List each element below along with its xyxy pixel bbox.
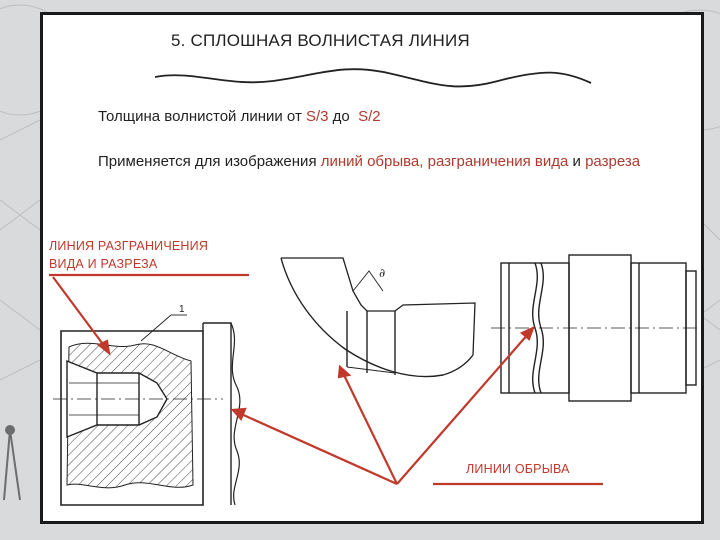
shaft-drawing bbox=[491, 254, 701, 402]
break-wavy-line-left bbox=[531, 262, 539, 394]
technical-drawings: 1 ∂ bbox=[49, 68, 701, 506]
usage-text-before: Применяется для изображения bbox=[98, 153, 321, 170]
wavy-line-sample bbox=[154, 68, 592, 88]
usage-highlight-1: линий обрыва, разграничения вида bbox=[320, 153, 569, 170]
boundary-line-label-1: ЛИНИЯ РАЗГРАНИЧЕНИЯ bbox=[49, 239, 209, 253]
thickness-from: S/3 bbox=[305, 108, 329, 125]
detail-symbol: ∂ bbox=[379, 266, 385, 280]
thickness-text-middle: до bbox=[328, 108, 359, 125]
part-section-drawing bbox=[53, 314, 241, 506]
groove-detail-drawing bbox=[280, 257, 476, 378]
thickness-text-before: Толщина волнистой линии от bbox=[98, 108, 306, 125]
callout-number: 1 bbox=[179, 304, 185, 315]
usage-text: Применяется для изображения линий обрыва… bbox=[98, 151, 658, 173]
boundary-line-label-2: ВИДА И РАЗРЕЗА bbox=[49, 257, 158, 271]
thickness-to: S/2 bbox=[358, 108, 381, 125]
slide-title: 5. СПЛОШНАЯ ВОЛНИСТАЯ ЛИНИЯ bbox=[171, 31, 470, 50]
compass-icon bbox=[3, 425, 21, 501]
usage-highlight-2: разреза bbox=[585, 153, 641, 170]
break-lines-label: ЛИНИИ ОБРЫВА bbox=[466, 462, 570, 476]
slide-frame: 5. СПЛОШНАЯ ВОЛНИСТАЯ ЛИНИЯ Толщина волн… bbox=[40, 12, 704, 524]
thickness-text: Толщина волнистой линии от S/3 до S/2 bbox=[98, 108, 381, 125]
boundary-line-label: ЛИНИЯ РАЗГРАНИЧЕНИЯ ВИДА И РАЗРЕЗА bbox=[49, 237, 208, 273]
annotation-arrows bbox=[49, 273, 603, 486]
usage-text-middle: и bbox=[568, 153, 586, 170]
break-wavy-line-right bbox=[537, 262, 545, 394]
